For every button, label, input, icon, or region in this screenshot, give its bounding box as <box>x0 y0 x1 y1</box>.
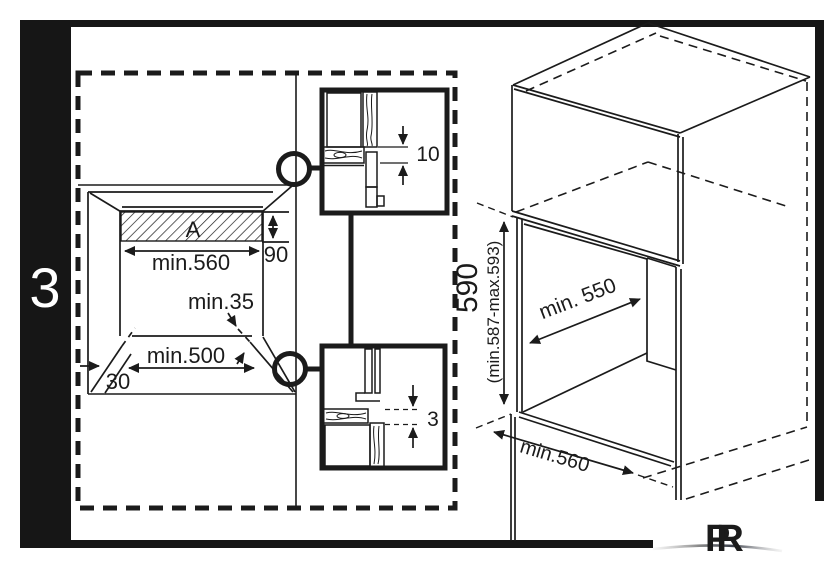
logo: PR <box>652 518 783 560</box>
dim-side-clearance: 30 <box>106 369 130 394</box>
detail-callouts <box>272 151 354 387</box>
frame-left-bar <box>20 20 71 548</box>
step-number: 3 <box>29 256 60 319</box>
logo-swoosh <box>652 544 783 553</box>
detail-bottom-box: 3 <box>319 343 448 471</box>
frame-right-bar <box>815 20 824 501</box>
frame-top-bar <box>20 20 824 27</box>
logo-monogram: PR <box>705 518 743 560</box>
frame-bottom-bar <box>20 540 653 548</box>
iso-view: min. 550 590 (min.587-max.593) min.560 <box>451 21 811 541</box>
iso-dim-width: min.560 <box>517 436 591 477</box>
iso-dim-depth: min. 550 <box>536 274 619 324</box>
detail-circle-top <box>276 151 312 187</box>
iso-dim-height: 590 <box>451 263 484 313</box>
detail-bottom-dim: 3 <box>427 408 439 431</box>
appliance-band-hatch <box>120 211 263 242</box>
detail-top-box: 10 <box>319 87 450 216</box>
dim-width-bottom: min.500 <box>147 343 225 368</box>
dim-rear-gap: min.35 <box>188 289 254 314</box>
dashed-panel <box>75 70 458 511</box>
dashed-border <box>75 70 458 511</box>
dim-width-top: min.560 <box>152 250 230 275</box>
page-frame: 3 <box>20 20 824 548</box>
detail-top-dim: 10 <box>416 143 439 166</box>
iso-dim-height-range: (min.587-max.593) <box>484 241 503 384</box>
detail-circle-bottom <box>272 351 308 387</box>
front-view: A min.560 90 min.35 min.500 30 <box>80 185 296 394</box>
band-label: A <box>186 217 201 242</box>
dim-band-height: 90 <box>264 242 288 267</box>
